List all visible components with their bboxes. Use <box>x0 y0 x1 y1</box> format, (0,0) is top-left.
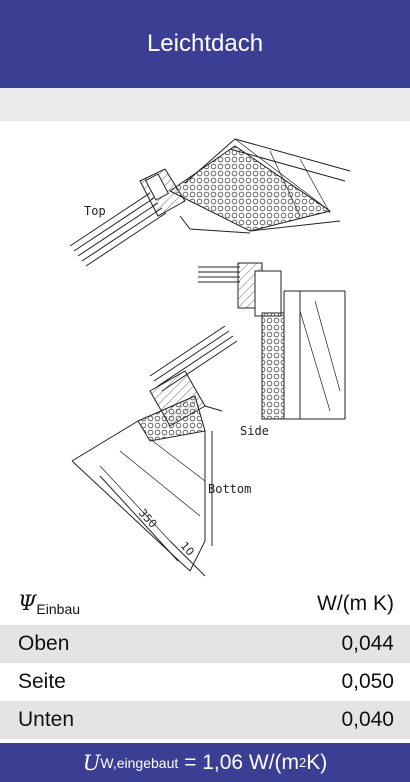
table-row: Unten 0,040 <box>0 701 410 739</box>
technical-section-drawing: Top Side <box>69 138 351 577</box>
panel-title: Leichtdach <box>146 30 264 57</box>
row-value: 0,050 <box>341 670 394 693</box>
top-label: Top <box>84 204 106 218</box>
header-subbar <box>0 88 410 121</box>
u-subscript: W,eingebaut <box>100 754 179 771</box>
bottom-label: Bottom <box>208 482 251 496</box>
psi-table: ΨEinbau W/(m K) Oben 0,044 Seite 0,050 U… <box>0 583 410 739</box>
top-detail <box>69 138 351 267</box>
row-label: Seite <box>18 670 66 693</box>
u-symbol: U <box>82 750 101 775</box>
side-label: Side <box>240 424 269 438</box>
table-row: Oben 0,044 <box>0 625 410 663</box>
table-header-row: ΨEinbau W/(m K) <box>0 583 410 625</box>
u-unit-close: K) <box>306 750 328 774</box>
row-label: Unten <box>18 708 75 731</box>
table-row: Seite 0,050 <box>0 663 410 701</box>
dimension-10: 10 <box>178 539 197 558</box>
psi-symbol-cell: ΨEinbau <box>18 591 80 617</box>
row-value: 0,040 <box>341 708 394 731</box>
u-exponent: 2 <box>299 755 307 770</box>
u-equation: = 1,06 W/(m <box>184 750 300 774</box>
side-detail <box>198 262 346 420</box>
panel-header: Leichtdach <box>0 0 410 88</box>
row-label: Oben <box>18 632 70 655</box>
psi-subscript: Einbau <box>36 601 81 617</box>
installation-drawing: Top Side <box>0 121 410 583</box>
row-value: 0,044 <box>341 632 394 655</box>
unit-label: W/(m K) <box>317 592 394 615</box>
psi-symbol: Ψ <box>18 591 37 615</box>
bottom-detail <box>71 325 238 577</box>
dimension-350: 350 <box>136 506 160 530</box>
